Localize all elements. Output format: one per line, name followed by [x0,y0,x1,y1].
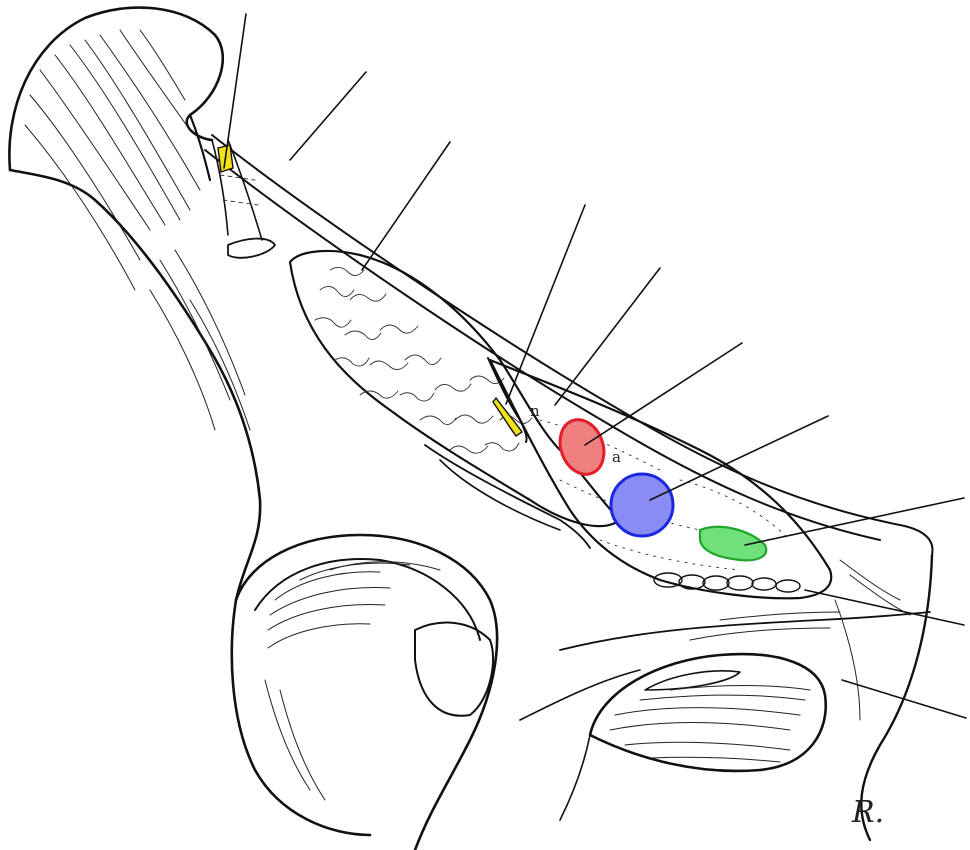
nerve-inline-label: n [530,402,540,420]
leader-line-4 [506,205,585,404]
iliopsoas-muscle [290,251,620,548]
leader-lines [224,14,966,718]
hatching-iliac [25,30,250,430]
leader-line-1 [224,14,246,168]
artist-signature: R. [851,795,884,830]
lymph-node-cluster [654,573,800,592]
hatching-acetabulum [265,562,440,800]
leader-line-7 [650,416,828,500]
leader-line-10 [842,680,966,718]
artery-inline-label: a [612,448,621,466]
leader-line-6 [585,343,742,445]
femoral-artery [553,414,612,481]
lymph-node-green [700,527,766,561]
pelvis-outline [9,8,932,850]
leader-line-3 [362,142,450,270]
leader-line-2 [290,72,366,160]
leader-line-5 [555,268,660,405]
femoral-vein [611,474,673,536]
hatching-obturator [610,686,810,763]
